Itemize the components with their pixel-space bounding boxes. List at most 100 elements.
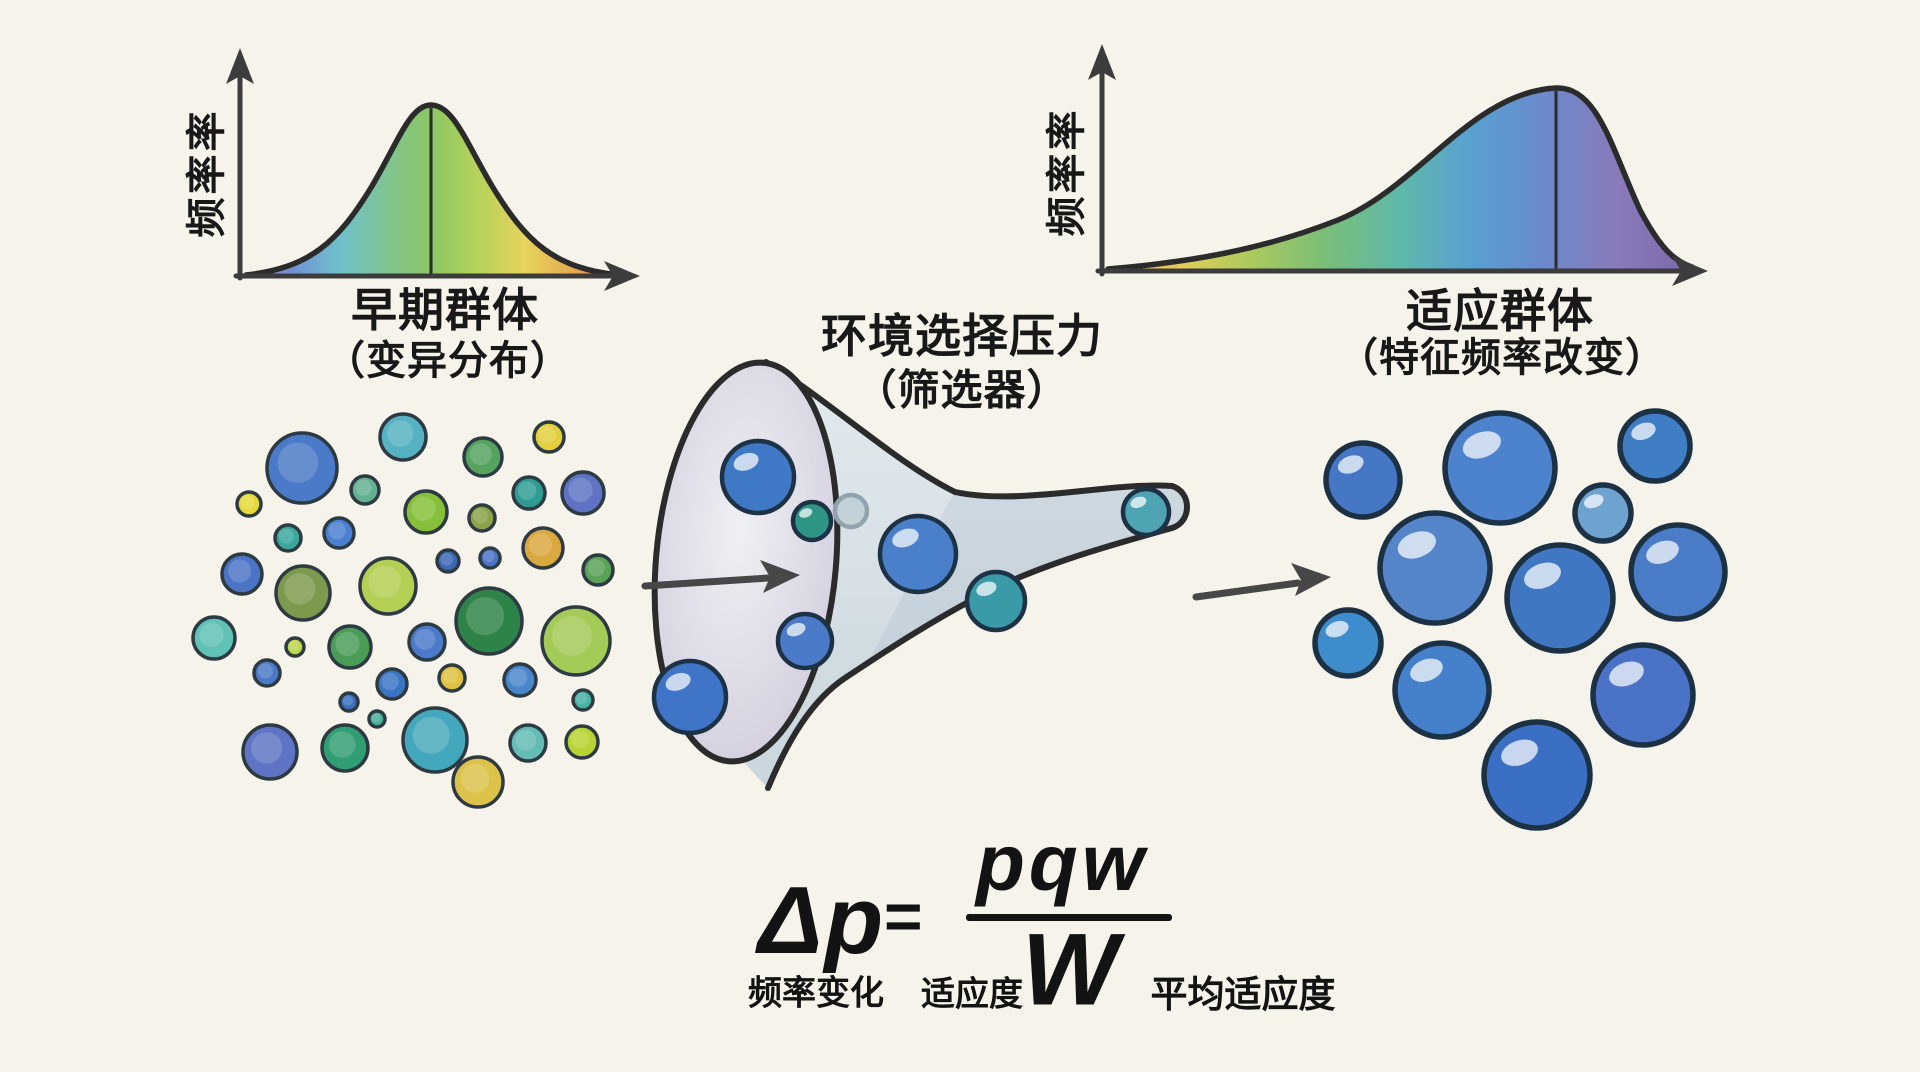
- population-ball: [322, 516, 356, 550]
- population-ball: [327, 624, 373, 670]
- formula-equals: =: [884, 879, 923, 953]
- funnel-ball: [719, 438, 797, 516]
- right-x-axis-arrow-icon: [1672, 256, 1708, 286]
- adapted-ball: [1392, 640, 1492, 740]
- adapted-ball-highlight-icon: [1462, 431, 1501, 459]
- population-ball-sheen: [386, 420, 414, 447]
- funnel-ball-highlight-icon: [665, 672, 691, 691]
- population-ball: [560, 470, 606, 516]
- formula-denominator: W: [1021, 912, 1119, 1027]
- population-ball: [478, 546, 502, 570]
- population-ball-sheen: [576, 692, 588, 705]
- population-ball-sheen: [442, 668, 458, 684]
- funnel-ball-highlight-icon: [786, 622, 806, 637]
- adapted-ball-highlight-icon: [1337, 455, 1364, 474]
- population-ball: [274, 564, 332, 622]
- population-ball-sheen: [483, 550, 495, 563]
- population-ball-sheen: [277, 442, 319, 484]
- adapted-ball: [1442, 410, 1558, 526]
- right-y-axis-arrow-icon: [1088, 44, 1116, 80]
- population-ball-sheen: [460, 763, 490, 793]
- population-ball: [367, 709, 387, 729]
- adapted-ball-highlight-icon: [1584, 494, 1604, 509]
- population-ball-sheen: [251, 732, 283, 764]
- population-ball: [358, 556, 418, 616]
- population-ball: [462, 436, 504, 478]
- population-ball-sheen: [440, 552, 454, 566]
- formula-fitness-label: 适应度: [921, 975, 1023, 1014]
- population-ball-sheen: [515, 729, 537, 751]
- population-ball-sheen: [278, 528, 294, 544]
- population-ball: [581, 553, 615, 587]
- population-ball: [571, 688, 595, 712]
- population-ball-sheen: [538, 426, 556, 444]
- population-ball: [407, 622, 447, 662]
- population-ball: [220, 552, 264, 596]
- early-population-title: 早期群体: [351, 284, 539, 336]
- population-ball: [508, 723, 548, 763]
- population-ball-sheen: [328, 522, 346, 540]
- population-ball-sheen: [472, 508, 488, 524]
- population-ball-sheen: [469, 443, 492, 466]
- population-ball: [437, 663, 467, 693]
- population-ball: [403, 489, 449, 535]
- adapted-ball: [1504, 542, 1616, 654]
- population-ball: [241, 723, 299, 781]
- population-ball: [467, 503, 497, 533]
- population-ball: [401, 706, 469, 774]
- funnel-ball: [651, 658, 729, 736]
- funnel-balls-group: [651, 438, 1172, 736]
- population-ball: [375, 667, 409, 701]
- adapted-population-subtitle: （特征频率改变）: [1338, 336, 1666, 380]
- adapted-ball-highlight-icon: [1631, 422, 1656, 441]
- bell-curve-line: [243, 102, 621, 278]
- funnel-top-edge: [763, 359, 1175, 500]
- population-ball-sheen: [552, 616, 592, 656]
- population-ball-sheen: [342, 695, 354, 706]
- adapted-ball-highlight-icon: [1524, 562, 1561, 589]
- funnel-ball: [1120, 486, 1172, 538]
- flow-arrow-right-head-icon: [1291, 563, 1331, 596]
- population-ball-sheen: [570, 730, 590, 749]
- population-ball-sheen: [335, 631, 360, 657]
- early-distribution-chart: [226, 48, 640, 291]
- flow-arrow-left-head-icon: [760, 560, 800, 593]
- adapted-ball-highlight-icon: [1397, 531, 1436, 559]
- population-ball-sheen: [412, 716, 450, 754]
- population-ball-sheen: [568, 477, 593, 503]
- adapted-ball: [1628, 522, 1728, 622]
- formula-fraction-bar: [966, 914, 1172, 921]
- adapted-ball-highlight-icon: [1325, 620, 1349, 638]
- population-ball-sheen: [240, 495, 255, 510]
- funnel-ball-highlight-icon: [892, 528, 919, 548]
- population-ball-sheen: [371, 713, 381, 723]
- population-ball: [511, 475, 547, 511]
- skew-curve-fill: [1108, 87, 1692, 269]
- funnel-bottom-edge: [765, 525, 1175, 791]
- formula-numerator: pqw: [976, 818, 1148, 907]
- formula-delta-p-label: 频率变化: [748, 974, 884, 1013]
- population-ball: [521, 526, 565, 570]
- population-ball: [265, 431, 339, 505]
- adapted-ball: [1590, 642, 1696, 748]
- funnel-title: 环境选择压力: [821, 310, 1103, 362]
- population-ball-sheen: [199, 622, 224, 648]
- selection-funnel: [651, 359, 1190, 791]
- population-ball-sheen: [414, 628, 436, 650]
- early-population-subtitle: （变异分布）: [325, 339, 571, 383]
- skew-curve-line: [1105, 85, 1695, 272]
- population-ball-sheen: [257, 663, 273, 679]
- right-population-cluster: [1312, 408, 1728, 831]
- adapted-distribution-chart: [1088, 44, 1708, 286]
- funnel-ball: [832, 492, 870, 530]
- population-ball-sheen: [284, 573, 316, 605]
- adapted-population-title: 适应群体: [1406, 285, 1594, 337]
- population-ball-sheen: [288, 640, 300, 651]
- population-ball: [532, 420, 566, 454]
- population-ball-sheen: [368, 565, 401, 599]
- adapted-ball-highlight-icon: [1501, 739, 1538, 766]
- adapted-ball: [1312, 607, 1384, 679]
- population-ball: [454, 586, 524, 656]
